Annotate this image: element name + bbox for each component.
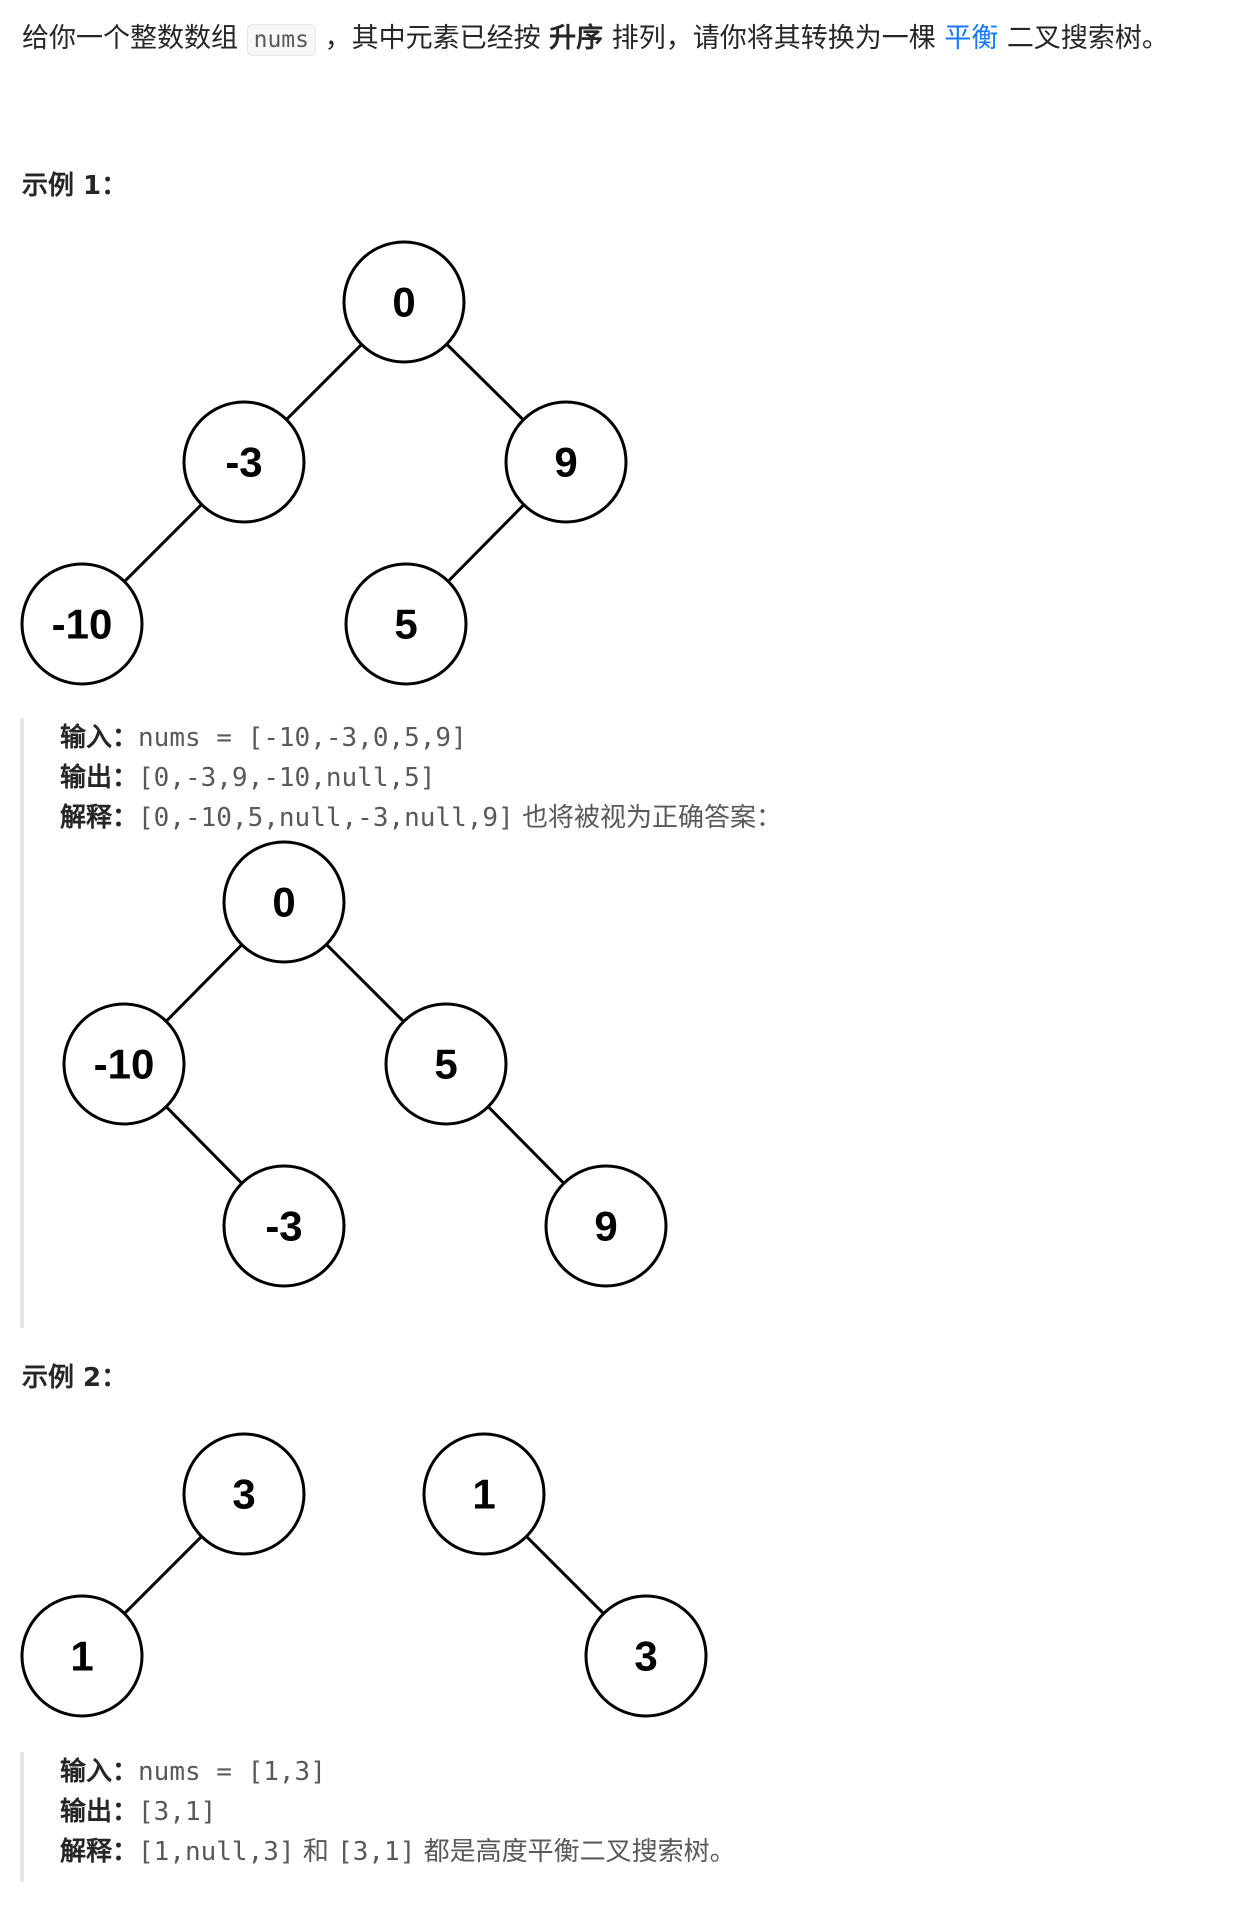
tree-node: [182, 1432, 306, 1556]
example-2-output: 输出：[3,1]: [60, 1792, 216, 1832]
tree-node: [384, 1002, 508, 1126]
example-1-explanation: 解释：[0,-10,5,null,-3,null,9] 也将被视为正确答案：: [60, 798, 782, 838]
tree-node: [222, 840, 346, 964]
example-1-alt-tree: 0 -10 5 -3 9: [62, 840, 668, 1288]
desc-text-1: 给你一个整数数组: [22, 23, 247, 54]
explanation-mid: 和: [294, 1837, 338, 1867]
example-2-trees: 3 1 1 3: [20, 1432, 708, 1718]
explanation-label: 解释：: [60, 1837, 139, 1867]
explanation-value-2: [3,1]: [337, 1837, 416, 1867]
desc-text-3: 排列，请你将其转换为一棵: [603, 23, 945, 54]
input-label: 输入：: [60, 1757, 139, 1787]
desc-text-4: 二叉搜索树。: [998, 23, 1169, 54]
node-label: 3: [634, 1633, 657, 1680]
node-label: 9: [554, 439, 577, 486]
tree-node: [342, 240, 466, 364]
tree-node: [504, 400, 628, 524]
tree-node: [544, 1164, 668, 1288]
tree-node: [584, 1594, 708, 1718]
input-value: nums = [-10,-3,0,5,9]: [138, 723, 467, 753]
example-1-output: 输出：[0,-3,9,-10,null,5]: [60, 758, 435, 798]
example-2-input: 输入：nums = [1,3]: [60, 1752, 326, 1792]
tree-node: [422, 1432, 546, 1556]
tree-node: [182, 400, 306, 524]
output-value: [0,-3,9,-10,null,5]: [138, 763, 436, 793]
explanation-label: 解释：: [60, 803, 139, 833]
desc-bold-ascending: 升序: [549, 23, 604, 54]
explanation-value-1: [1,null,3]: [138, 1837, 295, 1867]
explanation-text: 也将被视为正确答案：: [513, 803, 782, 833]
problem-description: 给你一个整数数组 nums ，其中元素已经按 升序 排列，请你将其转换为一棵 平…: [22, 18, 1169, 61]
output-label: 输出：: [60, 763, 139, 793]
example-2-block: 输入：nums = [1,3] 输出：[3,1] 解释：[1,null,3] 和…: [20, 1752, 736, 1882]
tree-node: [62, 1002, 186, 1126]
node-label: 5: [394, 601, 417, 648]
output-label: 输出：: [60, 1797, 139, 1827]
explanation-text: 都是高度平衡二叉搜索树。: [415, 1837, 736, 1867]
example-1-heading: 示例 1：: [22, 171, 128, 201]
example-1-block: 输入：nums = [-10,-3,0,5,9] 输出：[0,-3,9,-10,…: [20, 718, 782, 1328]
example-2-heading: 示例 2：: [22, 1363, 128, 1393]
node-label: 1: [70, 1633, 93, 1680]
node-label: -3: [265, 1203, 302, 1250]
node-label: 0: [272, 879, 295, 926]
node-label: -10: [94, 1041, 155, 1088]
balanced-link[interactable]: 平衡: [944, 23, 999, 54]
code-nums: nums: [246, 24, 316, 56]
node-label: 0: [392, 279, 415, 326]
desc-text-2: ，其中元素已经按: [315, 23, 550, 54]
tree-node: [222, 1164, 346, 1288]
tree-node: [20, 1594, 144, 1718]
tree-node: [20, 562, 144, 686]
node-label: -10: [52, 601, 113, 648]
output-value: [3,1]: [138, 1797, 217, 1827]
tree-node: [344, 562, 468, 686]
input-label: 输入：: [60, 723, 139, 753]
example-1-input: 输入：nums = [-10,-3,0,5,9]: [60, 718, 467, 758]
explanation-value: [0,-10,5,null,-3,null,9]: [138, 803, 514, 833]
node-label: -3: [225, 439, 262, 486]
example-2-explanation: 解释：[1,null,3] 和 [3,1] 都是高度平衡二叉搜索树。: [60, 1832, 736, 1872]
example-1-tree: 0 -3 9 -10 5: [20, 240, 628, 686]
node-label: 9: [594, 1203, 617, 1250]
node-label: 3: [232, 1471, 255, 1518]
node-label: 5: [434, 1041, 457, 1088]
input-value: nums = [1,3]: [138, 1757, 326, 1787]
node-label: 1: [472, 1471, 495, 1518]
